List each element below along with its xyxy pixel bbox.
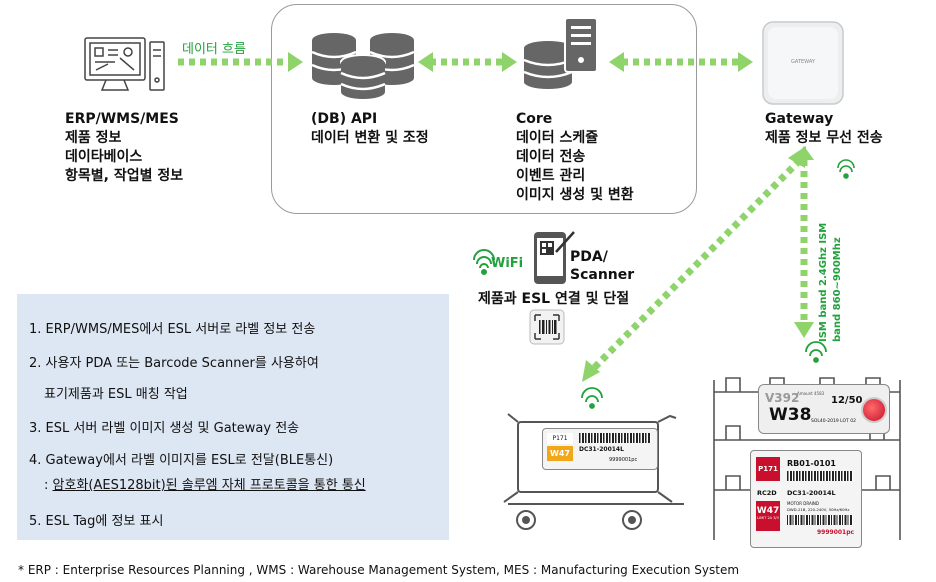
step-1: 1. ERP/WMS/MES에서 ESL 서버로 라벨 정보 전송 xyxy=(29,322,316,337)
shelf-large-qty: 9999001pc xyxy=(817,529,855,536)
cart-signal-icon xyxy=(581,387,603,409)
shelf-esl-tag-small: V392 Amount 4583 W38 12/50 SOL40-2019 LO… xyxy=(758,384,890,434)
cart-tag-loc: P171 xyxy=(547,433,573,444)
gateway-device-text: GATEWAY xyxy=(791,59,816,65)
erp-line-1: ERP/WMS/MES xyxy=(65,111,179,127)
erp-computer-icon xyxy=(84,37,165,91)
shelf-small-total: 50 xyxy=(848,395,863,406)
step-4-detail: : 암호화(AES128bit)된 솔루엠 자체 프로토콜을 통한 통신 xyxy=(44,474,366,493)
shelf-large-desc-2: DWD-21B, 220-240V, 50Hz/60Hz xyxy=(787,507,850,512)
pda-title-line-1: PDA/ xyxy=(570,249,608,265)
core-server-icon xyxy=(523,17,598,89)
arrow-erp-to-api xyxy=(178,52,303,72)
shelf-esl-tag-large: P171 RB01-0101 RC2D DC31-20014L W47 LIMI… xyxy=(750,450,862,548)
core-line-2: 데이터 스케쥴 xyxy=(516,130,599,146)
shelf-large-product: DC31-20014L xyxy=(787,489,836,497)
core-line-3: 데이터 전송 xyxy=(516,149,586,165)
erp-line-4: 항목별, 작업별 정보 xyxy=(65,168,184,184)
erp-line-3: 데이타베이스 xyxy=(65,149,143,165)
ism-band-line-1: ISM band 2.4Ghz xyxy=(818,247,829,342)
ism-band-label: ISM band 2.4Ghz ISM band 860~900Mhz xyxy=(817,212,857,342)
shelf-signal-icon xyxy=(805,341,827,363)
step-2: 2. 사용자 PDA 또는 Barcode Scanner를 사용하여 xyxy=(29,356,319,371)
cart-esl-tag: P171 W47 DC31-20014L 9999001pc xyxy=(542,428,658,470)
shelf-small-led xyxy=(861,397,887,423)
cart-illustration xyxy=(503,413,684,530)
pda-phone-icon xyxy=(534,231,575,284)
pda-wifi-icon xyxy=(473,249,495,275)
shelf-large-code: W47 xyxy=(756,506,780,516)
step-4-detail-underlined: 암호화(AES128bit)된 솔루엠 자체 프로토콜을 통한 통신 xyxy=(52,478,366,493)
core-line-1: Core xyxy=(516,111,553,127)
data-flow-label: 데이터 흐름 xyxy=(182,42,246,57)
arrow-api-core xyxy=(418,52,517,72)
step-4: 4. Gateway에서 라벨 이미지를 ESL로 전달(BLE통신) xyxy=(29,453,334,468)
arrow-gateway-shelf xyxy=(794,146,814,338)
shelf-small-v: V392 xyxy=(765,391,800,405)
erp-line-2: 제품 정보 xyxy=(65,130,122,146)
shelf-small-count-value: 12 xyxy=(831,395,845,406)
arrow-core-gateway xyxy=(609,52,753,72)
step-3: 3. ESL 서버 라벨 이미지 생성 및 Gateway 전송 xyxy=(29,421,300,436)
gateway-signal-icon xyxy=(837,159,855,179)
step-4-detail-prefix: : xyxy=(44,478,53,493)
gateway-device-icon: GATEWAY xyxy=(762,21,844,105)
steps-box xyxy=(17,294,449,540)
pda-title: PDA/ Scanner xyxy=(570,248,634,284)
gateway-label: Gateway 제품 정보 무선 전송 xyxy=(765,110,883,148)
api-database-icon xyxy=(311,33,415,99)
barcode-scanner-icon xyxy=(529,309,565,345)
api-label: (DB) API 데이터 변환 및 조정 xyxy=(311,110,429,148)
core-line-4: 이벤트 관리 xyxy=(516,168,586,184)
api-line-1: (DB) API xyxy=(311,111,378,127)
footnote: * ERP : Enterprise Resources Planning , … xyxy=(18,563,740,577)
shelf-large-code-block: W47 LIMIT 2A 3/3 xyxy=(756,501,780,531)
shelf-large-sub: LIMIT 2A 3/3 xyxy=(757,516,779,520)
cart-tag-product: DC31-20014L xyxy=(579,446,624,453)
erp-label: ERP/WMS/MES 제품 정보 데이타베이스 항목별, 작업별 정보 xyxy=(65,110,183,186)
shelf-large-barcode-2 xyxy=(787,515,853,525)
core-label: Core 데이터 스케쥴 데이터 전송 이벤트 관리 이미지 생성 및 변환 xyxy=(516,110,634,205)
shelf-large-rack: RB01-0101 xyxy=(787,459,836,468)
cart-tag-barcode xyxy=(579,433,651,443)
shelf-large-barcode-1 xyxy=(787,471,853,481)
cart-tag-code: W47 xyxy=(547,446,573,461)
step-2-continued: 표기제품과 ESL 매칭 작업 xyxy=(44,387,188,402)
shelf-small-code: W38 xyxy=(769,405,812,425)
pda-title-line-2: Scanner xyxy=(570,267,635,283)
gateway-line-1: Gateway xyxy=(765,111,834,127)
cart-tag-qty: 9999001pc xyxy=(609,457,638,463)
pda-wifi-label: WiFi xyxy=(491,256,524,271)
api-line-2: 데이터 변환 및 조정 xyxy=(311,130,429,146)
core-line-5: 이미지 생성 및 변환 xyxy=(516,187,634,203)
shelf-large-loc: P171 xyxy=(756,457,780,481)
pda-caption: 제품과 ESL 연결 및 단절 xyxy=(478,291,630,307)
gateway-line-2: 제품 정보 무선 전송 xyxy=(765,130,883,146)
shelf-small-top: Amount 4583 xyxy=(797,391,825,396)
shelf-large-desc-1: MOTOR DRAIND xyxy=(787,501,819,506)
shelf-small-sub: SOL40-2019 LOT 02 xyxy=(811,419,856,424)
step-5: 5. ESL Tag에 정보 표시 xyxy=(29,514,164,529)
shelf-small-count: 12/50 xyxy=(831,395,863,406)
shelf-large-rc: RC2D xyxy=(757,489,777,497)
